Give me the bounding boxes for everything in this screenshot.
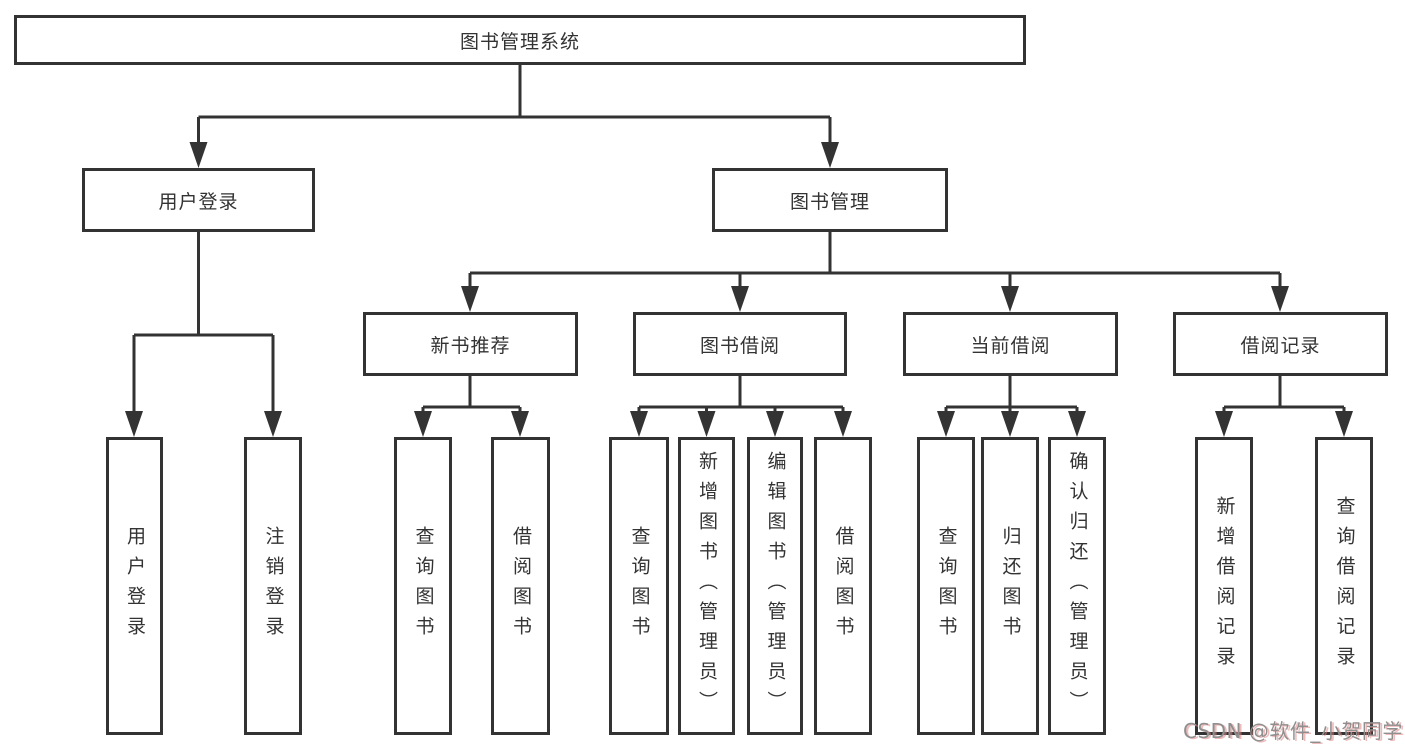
node-label: 查询图书: [628, 526, 651, 646]
arrow-icon: [125, 411, 143, 437]
connector-user-login-to-leaves: [132, 232, 275, 419]
leaf-query-books-borrow: 查询图书: [609, 437, 669, 735]
leaf-query-borrow-record: 查询借阅记录: [1315, 437, 1373, 735]
leaf-user-login: 用户登录: [106, 437, 163, 735]
node-borrowing-records: 借阅记录: [1173, 312, 1388, 376]
node-book-management: 图书管理: [712, 168, 948, 232]
arrowheads: [125, 142, 1353, 437]
leaf-borrow-books: 借阅图书: [814, 437, 872, 735]
leaf-edit-books-admin: 编辑图书（管理员）: [747, 437, 803, 735]
leaf-logout: 注销登录: [244, 437, 302, 735]
node-label: 图书借阅: [699, 334, 780, 357]
node-label: 查询图书: [412, 526, 435, 646]
arrow-icon: [937, 411, 955, 437]
arrow-icon: [697, 411, 716, 437]
node-label: 当前借阅: [970, 334, 1051, 357]
node-label: 新书推荐: [430, 334, 511, 357]
node-label: 确认归还（管理员）: [1066, 451, 1089, 721]
arrow-icon: [834, 411, 852, 437]
arrow-icon: [821, 142, 839, 168]
connector-new-book-to-leaves: [421, 376, 522, 419]
node-new-book-recommend: 新书推荐: [363, 312, 578, 376]
arrow-icon: [1271, 286, 1289, 312]
arrow-icon: [1215, 411, 1233, 437]
connector-root-to-level2: [197, 65, 832, 144]
arrow-icon: [414, 411, 432, 437]
leaf-borrow-books-recommend: 借阅图书: [491, 437, 550, 735]
arrow-icon: [766, 411, 784, 437]
node-label: 新增图书（管理员）: [696, 451, 718, 721]
node-label: 编辑图书（管理员）: [764, 451, 787, 721]
arrow-icon: [189, 142, 208, 168]
connector-borrow-records-to-leaves: [1222, 376, 1346, 419]
connector-book-borrow-to-leaves: [637, 376, 845, 419]
node-label: 归还图书: [999, 526, 1022, 646]
leaf-confirm-return-admin: 确认归还（管理员）: [1048, 437, 1106, 735]
node-label: 图书管理: [789, 190, 870, 213]
arrow-icon: [1068, 411, 1086, 437]
arrow-icon: [731, 286, 749, 312]
node-label: 用户登录: [158, 190, 239, 213]
csdn-watermark: CSDN @软件_小贺同学: [1183, 719, 1403, 743]
arrow-icon: [1001, 411, 1019, 437]
node-label: 新增借阅记录: [1213, 496, 1236, 676]
arrow-icon: [264, 411, 282, 437]
connector-book-mgmt-to-level3: [468, 232, 1282, 290]
node-label: 注销登录: [262, 526, 285, 646]
arrow-icon: [1335, 411, 1353, 437]
leaf-query-books-recommend: 查询图书: [394, 437, 452, 735]
node-label: 借阅图书: [510, 526, 532, 646]
node-label: 查询借阅记录: [1333, 496, 1356, 676]
arrow-icon: [1001, 286, 1019, 312]
node-label: 借阅图书: [832, 526, 855, 646]
node-user-login: 用户登录: [82, 168, 315, 232]
node-root-system: 图书管理系统: [14, 15, 1026, 65]
leaf-add-books-admin: 新增图书（管理员）: [678, 437, 735, 735]
leaf-return-books: 归还图书: [981, 437, 1039, 735]
leaf-add-borrow-record: 新增借阅记录: [1195, 437, 1253, 735]
node-label: 查询图书: [935, 526, 958, 646]
node-current-borrowing: 当前借阅: [903, 312, 1118, 376]
arrow-icon: [630, 411, 648, 437]
arrow-icon: [461, 286, 479, 312]
node-label: 借阅记录: [1240, 334, 1321, 357]
arrow-icon: [511, 411, 529, 437]
leaf-query-books-current: 查询图书: [917, 437, 975, 735]
node-label: 用户登录: [124, 526, 146, 646]
node-book-borrowing: 图书借阅: [633, 312, 847, 376]
node-label: 图书管理系统: [459, 30, 580, 53]
